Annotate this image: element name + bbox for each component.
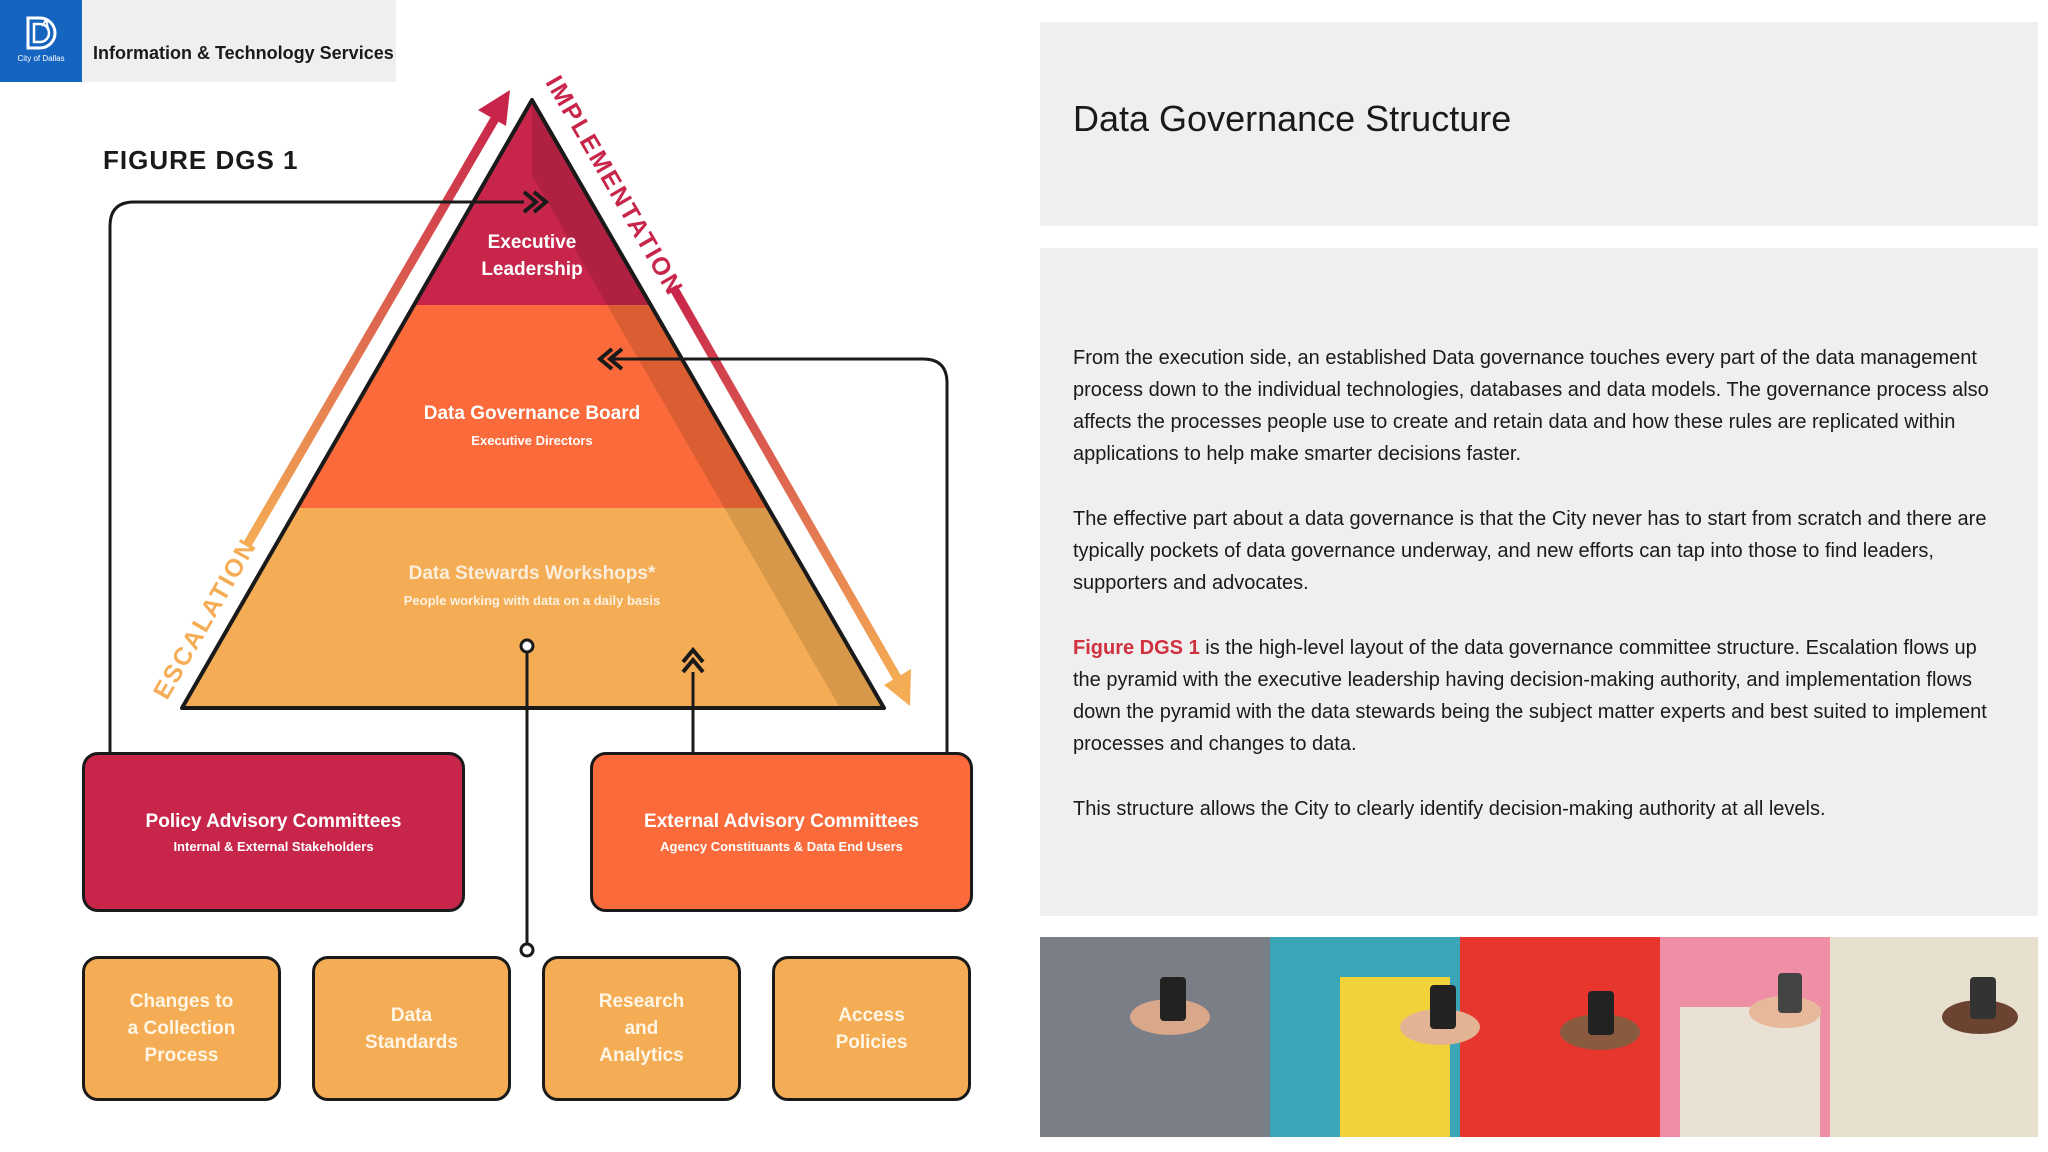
tier-stewards-subtitle: People working with data on a daily basi… — [403, 593, 661, 608]
figure-label: FIGURE DGS 1 — [103, 145, 299, 175]
workgroup-label: Access Policies — [835, 1004, 908, 1053]
photo-illustration — [1040, 937, 2038, 1137]
external-committee-title: External Advisory Committees — [644, 810, 919, 832]
connector-node — [519, 942, 535, 958]
paragraph: This structure allows the City to clearl… — [1073, 798, 1826, 820]
implementation-arrowhead — [884, 669, 911, 706]
city-logo-icon — [26, 16, 57, 50]
workgroup-data-standards: Data Standards — [312, 956, 511, 1101]
title-panel: Data Governance Structure — [1040, 22, 2038, 226]
tier-stewards: Data Stewards Workshops* People working … — [372, 560, 692, 608]
header-badge: City of Dallas Information & Technology … — [0, 0, 396, 82]
city-logo[interactable]: City of Dallas — [0, 0, 82, 82]
implementation-arrow — [669, 284, 904, 686]
external-committee-subtitle: Agency Constituants & Data End Users — [660, 838, 903, 854]
department-name: Information & Technology Services — [93, 43, 394, 63]
connector-node — [519, 638, 535, 654]
workgroup-label: Changes to a Collection Process — [127, 991, 236, 1066]
paragraph: The effective part about a data governan… — [1073, 508, 1987, 594]
tier-board-title: Data Governance Board — [423, 403, 641, 424]
tier-executive: Executive Leadership — [432, 229, 632, 283]
workgroup-label: Data Standards — [365, 1004, 458, 1053]
workgroup-collection-process: Changes to a Collection Process — [82, 956, 281, 1101]
logo-text: City of Dallas — [17, 54, 65, 63]
policy-advisory-committees: Policy Advisory Committees Internal & Ex… — [82, 752, 465, 912]
tier-board: Data Governance Board Executive Director… — [392, 400, 672, 448]
tier-stewards-shape — [182, 508, 884, 708]
external-advisory-committees: External Advisory Committees Agency Cons… — [590, 752, 973, 912]
figure-reference-link[interactable]: Figure DGS 1 — [1073, 637, 1200, 659]
tier-stewards-title: Data Stewards Workshops* — [408, 563, 656, 584]
paragraph: Figure DGS 1 is the high-level layout of… — [1073, 632, 2003, 760]
tier-board-subtitle: Executive Directors — [471, 433, 593, 448]
connector-policy-executive — [108, 200, 524, 775]
paragraph: From the execution side, an established … — [1073, 347, 1989, 465]
tier-executive-title: Executive Leadership — [481, 232, 583, 280]
people-with-phones-photo — [1040, 937, 2038, 1137]
page-title: Data Governance Structure — [1073, 98, 1512, 139]
paragraph-text: is the high-level layout of the data gov… — [1073, 637, 1987, 755]
pyramid-outline — [180, 98, 886, 710]
policy-committee-subtitle: Internal & External Stakeholders — [173, 838, 374, 854]
workgroup-access-policies: Access Policies — [772, 956, 971, 1101]
escalation-arrow — [243, 107, 504, 548]
body-panel: From the execution side, an established … — [1040, 248, 2038, 916]
workgroup-research-analytics: Research and Analytics — [542, 956, 741, 1101]
chevron-right-icon — [522, 190, 550, 214]
policy-committee-title: Policy Advisory Committees — [145, 810, 402, 832]
chevron-up-icon — [681, 646, 705, 674]
workgroup-label: Research and Analytics — [598, 991, 685, 1066]
chevron-left-icon — [596, 347, 624, 371]
escalation-arrowhead — [478, 90, 510, 126]
connector-external-board — [612, 357, 949, 775]
governance-diagram: ESCALATION IMPLEMENTATION — [98, 71, 959, 958]
